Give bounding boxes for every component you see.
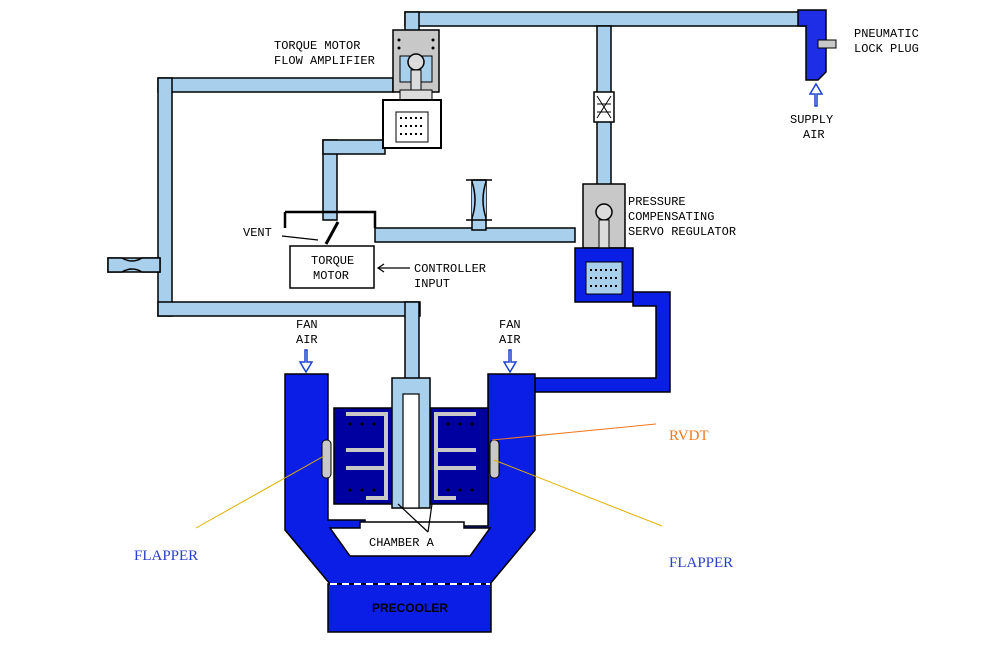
- precooler-box: [327, 583, 492, 633]
- valve-body: [284, 349, 536, 633]
- label-torque-motor-2: MOTOR: [313, 269, 349, 283]
- flow-amplifier: [382, 29, 442, 149]
- label-servo-regulator-2: COMPENSATING: [628, 210, 714, 224]
- servo-regulator: [534, 183, 671, 393]
- fan-air-arrow-left: [298, 349, 314, 374]
- reg-output-line: [534, 291, 671, 393]
- lock-plug-pin: [817, 39, 837, 49]
- label-supply-air-2: AIR: [803, 128, 825, 142]
- pneumatic-lock-plug: [797, 9, 837, 107]
- amp-to-motor-top: [322, 139, 386, 155]
- leader-lines: [195, 423, 663, 529]
- center-stem: [402, 393, 420, 509]
- pneumatic-lines: [107, 11, 811, 383]
- motor-flapper: [324, 221, 340, 245]
- motor-housing: [283, 210, 377, 228]
- filter-mesh: [596, 95, 612, 119]
- left-restrictor: [107, 257, 161, 273]
- reg-ball: [595, 203, 613, 221]
- label-fan-air-right-2: AIR: [499, 333, 521, 347]
- supply-air-arrow: [808, 82, 824, 107]
- label-rvdt: RVDT: [669, 428, 709, 444]
- label-precooler: PRECOOLER: [372, 601, 448, 615]
- lock-plug-body: [797, 9, 827, 81]
- label-servo-regulator-1: PRESSURE: [628, 195, 686, 209]
- label-fan-air-left-2: AIR: [296, 333, 318, 347]
- flapper-right-leader: [493, 459, 663, 527]
- label-fan-air-left-1: FAN: [296, 318, 318, 332]
- label-torque-motor-flow-amp-2: FLOW AMPLIFIER: [274, 54, 375, 68]
- label-controller-input-1: CONTROLLER: [414, 262, 486, 276]
- left-flapper-arm: [321, 439, 332, 479]
- flapper-left-leader: [195, 455, 325, 529]
- filter: [593, 91, 615, 123]
- amp-spring: [400, 117, 424, 135]
- label-chamber-a: CHAMBER A: [369, 536, 435, 550]
- left-loop-bottom: [157, 301, 421, 317]
- label-flapper-right: FLAPPER: [669, 555, 733, 571]
- fan-air-arrow-right: [502, 349, 518, 374]
- label-controller-input-2: INPUT: [414, 277, 450, 291]
- reg-stem: [598, 219, 610, 251]
- right-gray-frame: [434, 412, 476, 500]
- vent-arrow: [281, 235, 319, 241]
- amp-piston: [399, 89, 433, 101]
- label-pneumatic-lock-plug-2: LOCK PLUG: [854, 42, 919, 56]
- left-loop-down: [404, 301, 420, 383]
- rvdt-leader: [491, 423, 657, 441]
- restrictors: [107, 179, 492, 273]
- amp-ball: [407, 53, 425, 71]
- left-loop-vertical: [157, 77, 173, 317]
- torque-motor: [281, 210, 410, 289]
- chamber-a: [328, 521, 492, 557]
- motor-body: [289, 245, 375, 289]
- left-gray-frame: [346, 412, 388, 500]
- label-fan-air-right-1: FAN: [499, 318, 521, 332]
- label-torque-motor-flow-amp-1: TORQUE MOTOR: [274, 39, 360, 53]
- left-loop-top: [157, 77, 394, 93]
- label-supply-air-1: SUPPLY: [790, 113, 833, 127]
- label-pneumatic-lock-plug-1: PNEUMATIC: [854, 27, 919, 41]
- chamber-a-leaders: [397, 503, 433, 533]
- right-flapper-arm: [489, 439, 500, 479]
- label-flapper-left: FLAPPER: [134, 548, 198, 564]
- supply-line-top: [404, 11, 811, 27]
- mid-restrictor: [466, 179, 492, 221]
- label-servo-regulator-3: SERVO REGULATOR: [628, 225, 736, 239]
- controller-arrow: [376, 263, 410, 273]
- label-vent: VENT: [243, 226, 272, 240]
- label-torque-motor-1: TORQUE: [311, 254, 354, 268]
